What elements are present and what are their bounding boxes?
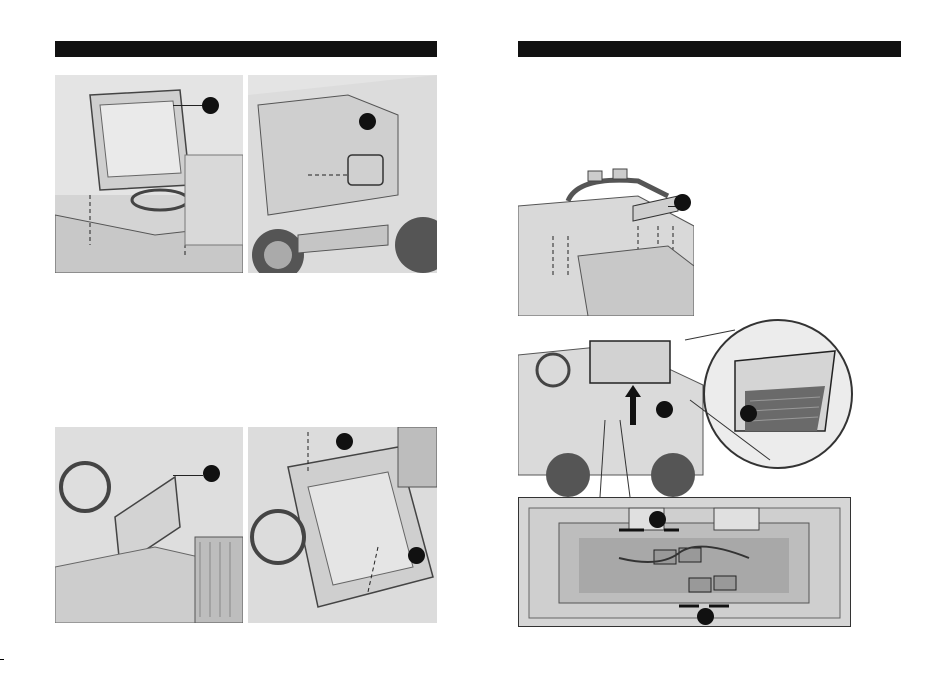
- screw-illustration: [248, 427, 437, 623]
- figure-side-mirror-install: [248, 75, 437, 273]
- battery-box-illustration: [518, 325, 713, 500]
- callout-marker: [674, 194, 691, 211]
- figure-seat-screw-install: [248, 427, 437, 623]
- figure-roll-bar-install: [518, 166, 694, 316]
- figure-dashboard-panel-install: [55, 427, 243, 623]
- callout-marker: [656, 401, 673, 418]
- callout-marker: [649, 511, 666, 528]
- callout-leader-line: [173, 475, 203, 476]
- callout-leader-line: [173, 105, 203, 106]
- connector-illustration: [519, 498, 850, 626]
- panel-illustration: [55, 427, 243, 623]
- left-page-header-bar: [55, 41, 437, 57]
- crop-mark: [0, 659, 4, 660]
- callout-marker: [202, 97, 219, 114]
- right-page-header-bar: [518, 41, 901, 57]
- callout-marker: [408, 547, 425, 564]
- battery-detail-illustration: [705, 321, 851, 467]
- callout-marker: [740, 405, 757, 422]
- callout-marker: [697, 608, 714, 625]
- figure-windshield-install: [55, 75, 243, 273]
- mirror-illustration: [248, 75, 437, 273]
- figure-wire-connector-detail: [518, 497, 851, 627]
- callout-marker: [203, 465, 220, 482]
- figure-battery-box-removal: [518, 325, 713, 500]
- roll-bar-illustration: [518, 166, 694, 316]
- battery-detail-zoom-circle: [703, 319, 853, 469]
- callout-marker: [336, 433, 353, 450]
- callout-marker: [359, 113, 376, 130]
